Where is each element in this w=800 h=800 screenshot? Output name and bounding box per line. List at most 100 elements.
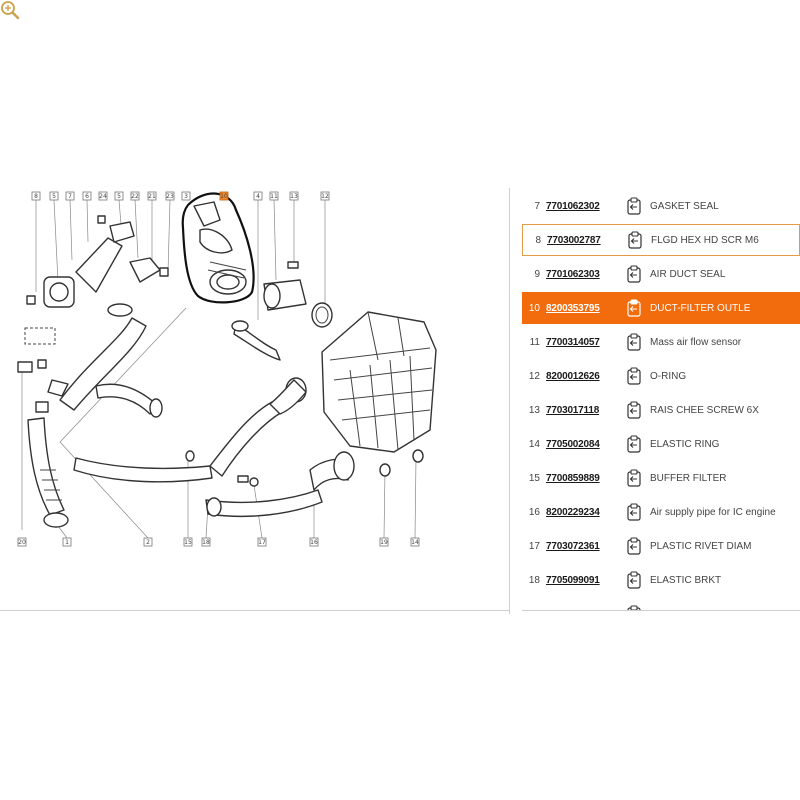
callout-13[interactable]: 13 [289, 191, 299, 201]
callout-23[interactable]: 23 [165, 191, 175, 201]
part-description: ELASTIC BRKT [650, 574, 722, 586]
part-row-13[interactable]: 13 7703017118 RAIS CHEE SCREW 6X [522, 394, 800, 426]
panel-divider [509, 188, 510, 614]
callout-4[interactable]: 4 [253, 191, 263, 201]
callout-20[interactable]: 20 [17, 537, 27, 547]
cart-add-icon[interactable] [622, 298, 646, 318]
callout-5[interactable]: 5 [114, 191, 124, 201]
part-row-15[interactable]: 15 7700859889 BUFFER FILTER [522, 462, 800, 494]
part-reference-link[interactable]: 7705099091 [546, 574, 600, 586]
diagram-bottom-border [0, 610, 510, 611]
part-row-14[interactable]: 14 7705002084 ELASTIC RING [522, 428, 800, 460]
svg-text:22: 22 [131, 193, 139, 200]
callout-22[interactable]: 22 [130, 191, 140, 201]
part-reference-link[interactable]: 7705002084 [546, 438, 600, 450]
part-row-11[interactable]: 11 7700314057 Mass air flow sensor [522, 326, 800, 358]
callout-7[interactable]: 7 [65, 191, 75, 201]
part-row-7[interactable]: 7 7701062302 GASKET SEAL [522, 190, 800, 222]
callout-21[interactable]: 21 [147, 191, 157, 201]
part-row-number: 11 [529, 336, 540, 348]
svg-text:3: 3 [184, 193, 188, 200]
part-reference-link[interactable]: 7703072361 [546, 540, 600, 552]
cart-add-icon[interactable] [622, 468, 646, 488]
part-description: PLASTIC RIVET DIAM [650, 540, 752, 552]
part-description: ELASTIC RING [650, 438, 720, 450]
cart-add-icon[interactable] [623, 230, 647, 250]
svg-text:14: 14 [411, 539, 419, 546]
part-row-18[interactable]: 18 7705099091 ELASTIC BRKT [522, 564, 800, 596]
part-row-number: 13 [528, 404, 540, 416]
callout-3[interactable]: 3 [181, 191, 191, 201]
part-reference-link[interactable]: 8200012626 [546, 370, 600, 382]
svg-text:17: 17 [258, 539, 266, 546]
part-row-number: 15 [528, 472, 540, 484]
part-reference-link[interactable]: 7700859889 [546, 472, 600, 484]
parts-list[interactable]: 7 7701062302 GASKET SEAL 8 7703002787 FL… [522, 188, 800, 610]
callout-18[interactable]: 18 [201, 537, 211, 547]
svg-text:16: 16 [310, 539, 318, 546]
callout-16[interactable]: 16 [309, 537, 319, 547]
part-reference-link[interactable]: 7701062302 [546, 200, 600, 212]
part-row-16[interactable]: 16 8200229234 Air supply pipe for IC eng… [522, 496, 800, 528]
cart-add-icon[interactable] [622, 536, 646, 556]
svg-text:1: 1 [65, 539, 69, 546]
part-reference-link[interactable]: 7700314057 [546, 336, 600, 348]
zoom-in-icon[interactable] [0, 0, 20, 20]
part-description: BUFFER FILTER [650, 472, 727, 484]
part-row-number: 10 [528, 302, 540, 314]
callout-15[interactable]: 15 [183, 537, 193, 547]
cart-add-icon[interactable] [622, 332, 646, 352]
svg-text:11: 11 [270, 193, 278, 200]
callout-12[interactable]: 12 [320, 191, 330, 201]
part-row-12[interactable]: 12 8200012626 O-RING [522, 360, 800, 392]
part-row-number: 17 [528, 540, 540, 552]
part-row-8[interactable]: 8 7703002787 FLGD HEX HD SCR M6 [522, 224, 800, 256]
part-row-number: 18 [528, 574, 540, 586]
part-reference-link[interactable]: 8200229234 [546, 506, 600, 518]
callout-24[interactable]: 24 [98, 191, 108, 201]
parts-drawing [17, 201, 437, 528]
callout-2[interactable]: 2 [143, 537, 153, 547]
svg-text:13: 13 [290, 193, 298, 200]
list-bottom-border [522, 610, 800, 611]
part-row-number: 8 [535, 234, 541, 246]
svg-text:5: 5 [117, 193, 121, 200]
callout-1[interactable]: 1 [62, 537, 72, 547]
callout-14[interactable]: 14 [410, 537, 420, 547]
svg-text:21: 21 [148, 193, 156, 200]
svg-text:18: 18 [202, 539, 210, 546]
cart-add-icon[interactable] [622, 400, 646, 420]
callout-6[interactable]: 6 [82, 191, 92, 201]
cart-add-icon[interactable] [622, 604, 646, 610]
part-reference-link[interactable]: 7703002787 [547, 234, 601, 246]
callout-10[interactable]: 10 [219, 191, 229, 201]
part-row-19[interactable]: 19 7703033181 HEX NUT WITH WASHE [522, 598, 800, 610]
highlight-loop [181, 192, 255, 304]
part-row-17[interactable]: 17 7703072361 PLASTIC RIVET DIAM [522, 530, 800, 562]
svg-text:10: 10 [220, 193, 228, 200]
callout-19[interactable]: 19 [379, 537, 389, 547]
part-reference-link[interactable]: 7701062303 [546, 268, 600, 280]
part-row-number: 12 [528, 370, 540, 382]
cart-add-icon[interactable] [622, 434, 646, 454]
callout-17[interactable]: 17 [257, 537, 267, 547]
part-description: GASKET SEAL [650, 200, 719, 212]
callout-11[interactable]: 11 [269, 191, 279, 201]
part-row-number: 9 [534, 268, 540, 280]
callout-8[interactable]: 8 [31, 191, 41, 201]
part-row-9[interactable]: 9 7701062303 AIR DUCT SEAL [522, 258, 800, 290]
cart-add-icon[interactable] [622, 264, 646, 284]
part-reference-link[interactable]: 8200353795 [546, 302, 600, 314]
part-reference-link[interactable]: 7703033181 [546, 609, 622, 611]
svg-text:12: 12 [321, 193, 329, 200]
part-reference-link[interactable]: 7703017118 [546, 404, 600, 416]
callout-5[interactable]: 5 [49, 191, 59, 201]
cart-add-icon[interactable] [622, 366, 646, 386]
cart-add-icon[interactable] [622, 502, 646, 522]
cart-add-icon[interactable] [622, 196, 646, 216]
part-row-10[interactable]: 10 8200353795 DUCT-FILTER OUTLE [522, 292, 800, 324]
cart-add-icon[interactable] [622, 570, 646, 590]
